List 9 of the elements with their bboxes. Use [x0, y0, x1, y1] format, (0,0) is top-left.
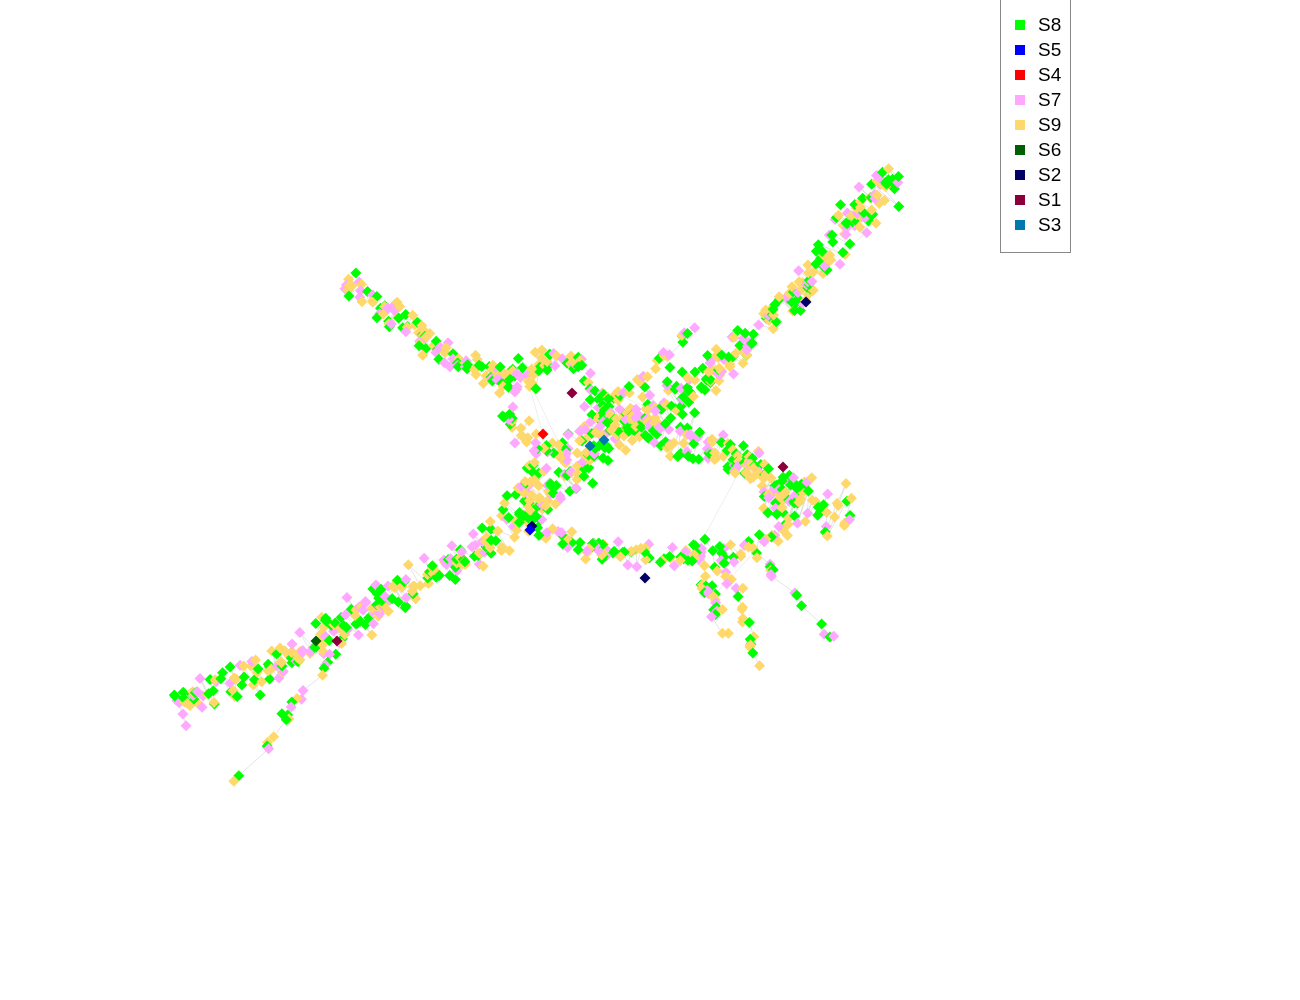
legend-label: S6: [1038, 139, 1062, 161]
legend-label: S5: [1038, 39, 1062, 61]
legend-label: S8: [1038, 14, 1062, 36]
legend-label: S7: [1038, 89, 1062, 111]
legend-label: S2: [1038, 164, 1062, 186]
legend-label: S9: [1038, 114, 1062, 136]
legend-label: S1: [1038, 189, 1062, 211]
legend-label: S4: [1038, 64, 1062, 86]
legend-label: S3: [1038, 214, 1062, 236]
